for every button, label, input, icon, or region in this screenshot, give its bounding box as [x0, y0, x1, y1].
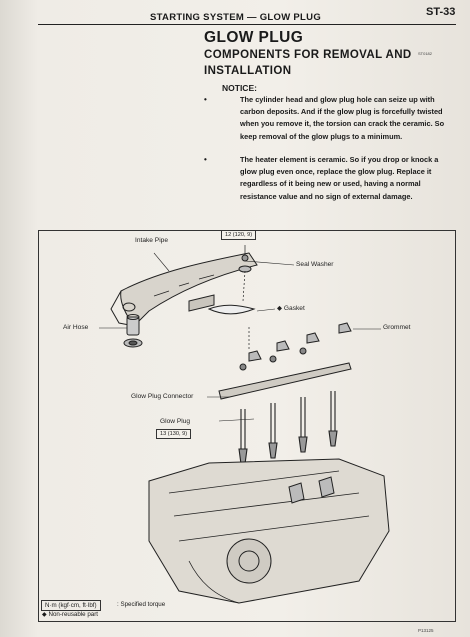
page-subtitle: COMPONENTS FOR REMOVAL AND INSTALLATION	[204, 49, 412, 77]
label-gasket: ◆ Gasket	[277, 305, 305, 312]
label-glow-plug: Glow Plug	[160, 418, 191, 425]
label-grommet: Grommet	[383, 324, 411, 331]
figure-code: P13125	[418, 628, 434, 633]
page-number: ST-33	[426, 6, 456, 18]
torque-spec-top: 12 (120, 9)	[221, 230, 257, 240]
label-intake-pipe: Intake Pipe	[135, 237, 168, 244]
notice-label: NOTICE:	[222, 83, 257, 93]
label-glow-plug-connector: Glow Plug Connector	[131, 393, 194, 400]
label-seal-washer: Seal Washer	[296, 261, 334, 268]
components-diagram: 12 (120, 9) Intake Pipe Seal Washer ◆ Ga…	[38, 230, 456, 622]
exploded-view-drawing	[99, 245, 390, 604]
notice-bullet-1: The cylinder head and glow plug hole can…	[240, 95, 445, 141]
label-air-hose: Air Hose	[63, 324, 89, 331]
legend-torque-desc: : Specified torque	[117, 601, 166, 608]
legend-nonreusable: ◆ Non-reusable part	[42, 611, 99, 618]
torque-spec-glow-plug: 13 (130, 9)	[156, 429, 192, 439]
image-code: ST0182	[418, 51, 433, 56]
notice-bullet-2: The heater element is ceramic. So if you…	[240, 155, 439, 201]
section-title: STARTING SYSTEM — GLOW PLUG	[150, 12, 322, 23]
bullet-marker-1: •	[204, 95, 207, 104]
bullet-marker-2: •	[204, 155, 207, 164]
header-rule	[38, 24, 456, 25]
legend-torque-box: N·m (kgf·cm, ft·lbf)	[41, 600, 101, 611]
page-title: GLOW PLUG	[204, 29, 304, 46]
